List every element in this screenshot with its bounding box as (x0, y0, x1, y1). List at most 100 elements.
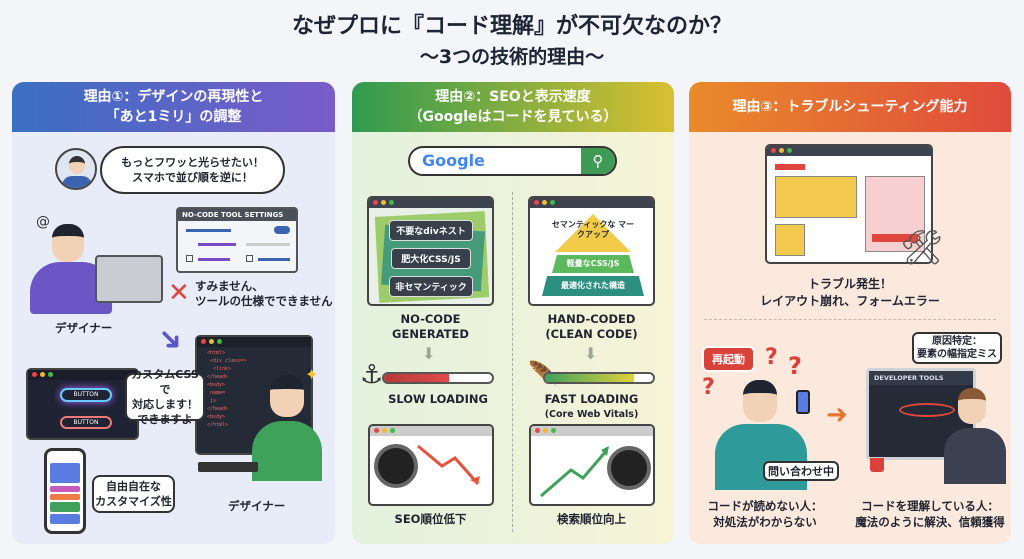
pyramid-level: 最適化された構造 (542, 276, 644, 296)
ranking-down-chart (417, 444, 480, 485)
client-avatar (55, 148, 97, 190)
caption-line: トラブル発生！ (807, 277, 892, 291)
designer-label: デザイナー (55, 321, 113, 335)
broken-webpage-illustration (765, 144, 933, 264)
devtools-title: DEVELOPER TOOLS (869, 371, 973, 385)
question-mark-icon: ? (765, 345, 778, 370)
ranking-down-chart-window (368, 424, 494, 506)
question-mark-icon: ? (788, 352, 802, 380)
x-mark-icon: ✕ (168, 278, 190, 308)
handcoded-browser-window: セマンティックな マークアップ 軽量なCSS/JS 最適化された構造 (528, 196, 655, 306)
caption-line: 魔法のように解決、信頼獲得 (855, 515, 1005, 529)
anchor-icon: ⚓ (360, 360, 384, 390)
label-line: (CLEAN CODE) (545, 327, 638, 341)
coffee-mug-icon (870, 458, 884, 472)
keyboard (198, 462, 258, 472)
smartphone-icon (796, 390, 810, 414)
caption-line: コードを理解している人： (861, 499, 999, 513)
settings-title: NO-CODE TOOL SETTINGS (178, 209, 296, 221)
code-issue-tag: 不要なdivネスト (389, 220, 473, 241)
seo-up-label: 検索順位向上 (557, 512, 626, 526)
slow-loading-label: SLOW LOADING (388, 392, 488, 406)
bubble-text: できますよ (137, 413, 193, 426)
form-submit (872, 234, 918, 242)
button-preview-window: BUTTON BUTTON (26, 368, 139, 440)
bubble-text: 自由自在な (106, 480, 161, 493)
cause-bubble: 原因特定： 要素の幅指定ミス (912, 332, 1002, 364)
checkbox[interactable] (186, 255, 193, 262)
slow-loading-fill (384, 374, 449, 382)
nocode-label: NO-CODE GENERATED (367, 312, 494, 342)
caption-line: 対処法がわからない (713, 515, 817, 529)
reason-3-header: 理由③：トラブルシューティング能力 (689, 82, 1011, 132)
ranking-up-chart (540, 446, 609, 498)
glowing-button[interactable]: BUTTON (60, 388, 112, 402)
tools-icon: 🛠 (900, 228, 944, 268)
header-line: 理由②：SEOと表示速度 (435, 89, 591, 105)
down-arrow-icon: ⬇ (584, 344, 598, 363)
slider[interactable] (186, 229, 231, 232)
custom-css-bubble: カスタムCSSで 対応します！ できますよ (125, 368, 205, 426)
pyramid-level: 軽量なCSS/JS (552, 255, 634, 273)
sparkle-icon: ✦ (305, 365, 319, 384)
google-search-bar[interactable]: Google ⚲ (408, 146, 617, 176)
google-logo: Google (422, 151, 485, 170)
slider[interactable] (246, 243, 290, 246)
left-caption: コードが読めない人： 対処法がわからない (695, 498, 835, 530)
restart-tag: 再起動 (702, 346, 755, 372)
developer-illustration (940, 388, 1010, 488)
reason-2-header: 理由②：SEOと表示速度 （Googleはコードを見ている） (352, 82, 674, 132)
seo-down-label: SEO順位低下 (394, 512, 467, 526)
fast-loading-bar (543, 372, 655, 384)
toggle-switch[interactable] (274, 226, 290, 234)
code-lines: <html> <div class=> <link></head><body> … (207, 350, 247, 428)
label-line: (Core Web Vitals) (544, 409, 639, 420)
inquiry-bubble: 問い合わせ中 (763, 461, 839, 481)
no-code-settings-panel: NO-CODE TOOL SETTINGS (176, 207, 298, 273)
customization-bubble: 自由自在な カスタマイズ性 (92, 475, 175, 513)
slow-loading-bar (382, 372, 494, 384)
outline-button[interactable]: BUTTON (60, 416, 112, 429)
monitor-icon (95, 255, 163, 303)
pyramid-level-label: セマンティックな マークアップ (551, 220, 635, 239)
down-arrow-icon: ⬇ (422, 344, 436, 363)
slider[interactable] (198, 243, 236, 246)
designer-label: デザイナー (228, 499, 286, 513)
right-caption: コードを理解している人： 魔法のように解決、信頼獲得 (850, 498, 1010, 530)
error-highlight (899, 403, 955, 417)
page-title: なぜプロに『コード理解』が不可欠なのか？ (291, 14, 732, 39)
label-line: NO-CODE (400, 312, 461, 326)
checkbox[interactable] (246, 255, 253, 262)
header-line: 「あと1ミリ」の調整 (105, 109, 242, 125)
code-issue-tag: 非セマンティック (389, 276, 473, 297)
refusal-line: ツールの仕様でできません (195, 294, 333, 308)
fast-loading-fill (545, 374, 634, 382)
fast-loading-label: FAST LOADING (Core Web Vitals) (528, 392, 655, 422)
caption-line: コードが読めない人： (707, 499, 823, 513)
right-arrow-icon: ➜ (826, 400, 848, 430)
ranking-up-chart-window (529, 424, 655, 506)
slider[interactable] (198, 258, 230, 261)
smartphone-mockup (44, 448, 86, 534)
question-mark-icon: ? (702, 375, 715, 400)
reason-1-header: 理由①：デザインの再現性と 「あと1ミリ」の調整 (12, 82, 335, 132)
refusal-line: すみません、 (195, 279, 264, 293)
bubble-text: もっとフワッと光らせたい！ (121, 156, 264, 169)
bubble-text: カスタマイズ性 (95, 495, 172, 508)
slider[interactable] (258, 258, 290, 261)
nocode-browser-window: 不要なdivネスト 肥大化CSS/JS 非セマンティック (367, 196, 494, 306)
label-line: GENERATED (392, 327, 469, 341)
bubble-text: 要素の幅指定ミス (917, 349, 997, 360)
handcoded-label: HAND-CODED (CLEAN CODE) (528, 312, 655, 342)
page-subtitle: 〜3つの技術的理由〜 (419, 46, 605, 68)
caption-line: レイアウト崩れ、フォームエラー (760, 294, 940, 308)
search-button[interactable]: ⚲ (581, 148, 615, 174)
developer-illustration (230, 375, 322, 485)
bubble-text: 対応します！ (132, 398, 198, 411)
header-line: 理由①：デザインの再現性と (83, 89, 264, 105)
trouble-caption: トラブル発生！ レイアウト崩れ、フォームエラー (740, 276, 960, 310)
magnifier-icon (607, 446, 651, 490)
confused-swirl-icon: @ (36, 214, 50, 230)
label-line: HAND-CODED (547, 312, 636, 326)
magnifier-icon (374, 444, 418, 488)
